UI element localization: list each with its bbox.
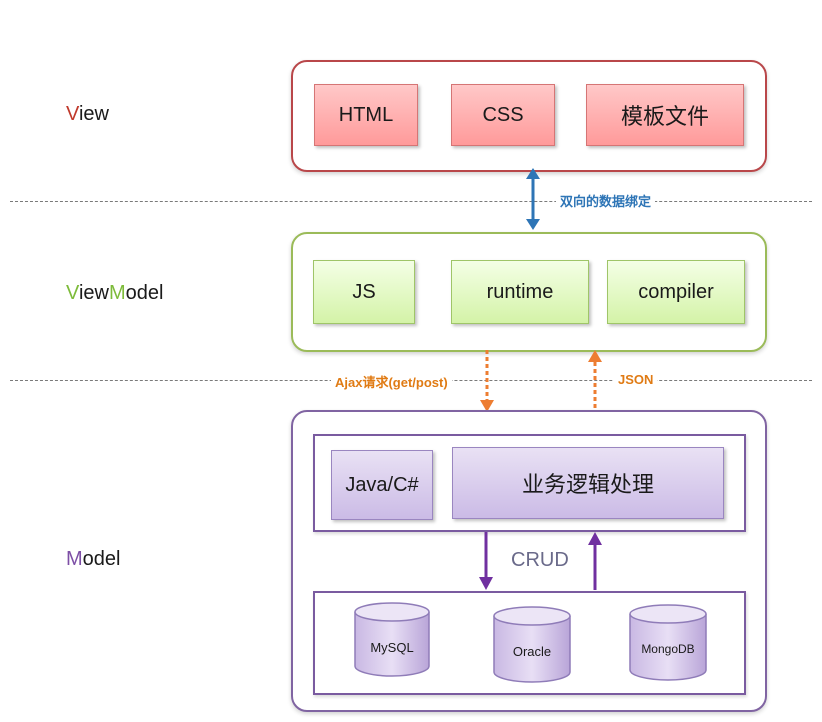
viewmodel-label-initial-v: V <box>66 282 79 304</box>
business-logic-box: 业务逻辑处理 <box>452 447 724 519</box>
viewmodel-label-rest: odel <box>125 282 164 304</box>
binding-annotation: 双向的数据绑定 <box>556 191 656 210</box>
oracle-cylinder-icon <box>493 606 571 683</box>
runtime-box: runtime <box>451 260 589 324</box>
ajax-annotation: Ajax请求(get/post) <box>331 372 452 391</box>
json-response-arrow <box>588 350 602 412</box>
mongodb-label: MongoDB <box>641 642 695 656</box>
separator-view-viewmodel <box>10 201 812 202</box>
mysql-cylinder-icon <box>354 602 430 677</box>
ajax-request-arrow <box>480 350 494 412</box>
crud-down-arrow <box>479 532 493 590</box>
viewmodel-label-initial-m: M <box>109 282 126 304</box>
mongodb-cylinder-icon <box>629 604 707 681</box>
model-label-initial: M <box>66 548 83 570</box>
java-csharp-box: Java/C# <box>331 450 433 520</box>
binding-arrow <box>526 168 540 230</box>
template-file-box: 模板文件 <box>586 84 744 146</box>
html-box: HTML <box>314 84 418 146</box>
view-label-rest: iew <box>78 103 109 125</box>
oracle-label: Oracle <box>512 644 552 659</box>
mysql-database: MySQL <box>353 602 431 678</box>
crud-up-arrow <box>588 532 602 590</box>
crud-label: CRUD <box>511 549 569 571</box>
model-label-rest: odel <box>82 548 121 570</box>
mongodb-database: MongoDB <box>628 604 708 682</box>
compiler-box: compiler <box>607 260 745 324</box>
json-annotation: JSON <box>614 372 658 387</box>
viewmodel-label-mid: iew <box>78 282 109 304</box>
viewmodel-layer-label: ViewModel <box>66 282 163 305</box>
js-box: JS <box>313 260 415 324</box>
view-label-initial: V <box>66 103 79 125</box>
oracle-database: Oracle <box>492 606 572 684</box>
mysql-label: MySQL <box>370 640 414 655</box>
model-layer-label: Model <box>66 548 120 571</box>
css-box: CSS <box>451 84 555 146</box>
view-layer-label: View <box>66 103 109 126</box>
